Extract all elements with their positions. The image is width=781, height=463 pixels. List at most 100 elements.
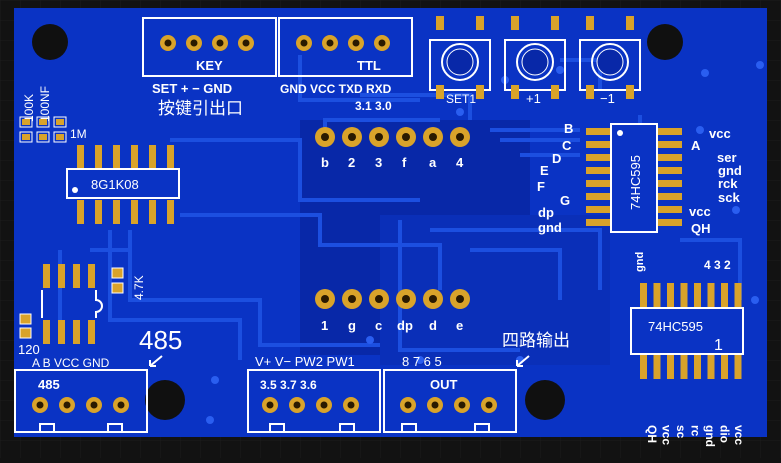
ic-pad	[653, 355, 661, 379]
resistor-120	[19, 313, 32, 339]
mounting-hole-bottom-left	[145, 380, 185, 420]
display-pin-label: c	[375, 318, 382, 333]
segment-label: B	[564, 121, 573, 136]
mcu-chip: 8G1K08	[66, 145, 180, 224]
shift-register-2-pin-label: sc	[674, 425, 688, 439]
ic-pad	[586, 141, 610, 148]
display-pin-label: a	[429, 155, 437, 170]
arrow-icon	[516, 355, 530, 367]
out-connector: OUT	[383, 369, 517, 433]
ic-pad	[694, 283, 701, 307]
button-set-label: SET1	[446, 92, 476, 106]
shift-register-1-pin-label: gnd	[718, 163, 742, 178]
rs485-pin-labels: A B VCC GND	[32, 356, 110, 370]
ic-pad	[658, 154, 682, 161]
tact-switch-set	[429, 16, 491, 99]
ic-pad	[707, 283, 715, 307]
button-minus-label: −1	[600, 91, 615, 106]
ic-pad	[586, 180, 610, 187]
ic-pad	[658, 219, 682, 226]
shift-register-1-pin-label: ser	[717, 150, 737, 165]
tact-switch-minus	[579, 16, 641, 99]
ic-pad	[734, 283, 742, 307]
shift-register-1-pin-label: sck	[718, 190, 740, 205]
rs485-transceiver	[41, 264, 103, 344]
key-pin-labels: SET + − GND	[152, 81, 232, 96]
segment-label: gnd	[538, 220, 562, 235]
display-pin-label: 4	[456, 155, 464, 170]
display-pad-hole	[348, 133, 356, 141]
display-pin-label: 3	[375, 155, 382, 170]
ttl-port-labels: 3.1 3.0	[355, 99, 392, 113]
resistor-1m-label: 1M	[70, 127, 87, 141]
display-pad-hole	[456, 295, 464, 303]
ic-pad	[586, 154, 610, 161]
resistor-120-label: 120	[18, 342, 40, 357]
ic-pad	[640, 355, 647, 379]
segment-label: C	[562, 138, 572, 153]
mounting-hole-top-right	[647, 24, 683, 60]
display-pad-hole	[402, 295, 410, 303]
display-pad-hole	[321, 133, 329, 141]
ic-pad	[658, 167, 682, 174]
out-pin-labels: 8 7 6 5	[402, 354, 442, 369]
mcu-label: 8G1K08	[91, 177, 139, 192]
shift-register-2-pin-label: vcc	[732, 425, 746, 445]
ic-pad	[658, 206, 682, 213]
ic-pad	[667, 283, 674, 307]
display-pin-label: dp	[397, 318, 413, 333]
display-pad-hole	[321, 295, 329, 303]
shift-register-1: 74HC595	[586, 123, 682, 233]
shift-register-2-pin-label: rc	[689, 425, 703, 437]
segment-label: D	[552, 151, 561, 166]
ic-pad	[721, 355, 728, 379]
segment-label: dp	[538, 205, 554, 220]
ic-pad	[734, 355, 742, 379]
passive-pads-top-left	[19, 116, 67, 143]
display-pin-label: b	[321, 155, 329, 170]
ic-pad	[667, 355, 674, 379]
shift-register-1-pin-label: vcc	[709, 126, 731, 141]
display-pad-hole	[375, 133, 383, 141]
key-caption: 按键引出口	[158, 99, 243, 118]
segment-label: E	[540, 163, 549, 178]
ic-pad	[640, 283, 647, 307]
ic-pad	[653, 283, 661, 307]
shift-register-2: 74HC595 1	[630, 283, 744, 379]
ic-pad	[721, 283, 728, 307]
display-pin-label: 1	[321, 318, 328, 333]
shift-register-1-pin-label: rck	[718, 176, 738, 191]
segment-label: G	[560, 193, 570, 208]
key-header: KEY	[142, 17, 277, 77]
copper-pour-2	[380, 215, 610, 365]
shift-register-1-label: 74HC595	[628, 155, 643, 210]
resistor-47k-label: 4.7K	[132, 275, 146, 300]
ic-pad	[658, 180, 682, 187]
out-label: OUT	[430, 377, 458, 392]
segment-label: F	[537, 179, 545, 194]
ic-pad	[586, 219, 610, 226]
display-pad-hole	[402, 133, 410, 141]
shift-register-1-pin-label: vcc	[689, 204, 711, 219]
ttl-pin-labels: GND VCC TXD RXD	[280, 82, 392, 96]
display-pad-hole	[456, 133, 464, 141]
shift-register-2-top-pins: 4 3 2	[704, 258, 731, 272]
mounting-hole-top-left	[32, 24, 68, 60]
display-pad-hole	[429, 295, 437, 303]
ttl-label: TTL	[357, 58, 381, 73]
display-pin-label: f	[402, 155, 407, 170]
display-pin-label: e	[456, 318, 463, 333]
resistor-47k	[111, 267, 124, 294]
rs485-connector: 485	[14, 369, 148, 433]
arrow-icon	[149, 355, 163, 367]
ttl-header: TTL	[278, 17, 413, 77]
ic-pad	[586, 193, 610, 200]
shift-register-2-pin-label: gnd	[703, 425, 717, 447]
rs485-big-label: 485	[139, 325, 182, 355]
